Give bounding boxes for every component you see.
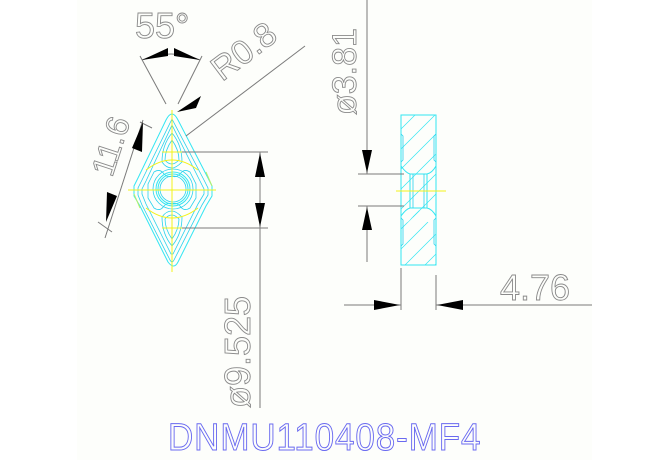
drawing-sheet <box>77 0 592 460</box>
part-number-title: DNMU110408-MF4 <box>168 417 482 459</box>
hole-diameter-label: ø3.81 <box>326 28 364 115</box>
angle-dimension: 55° <box>135 5 203 105</box>
edge-length-label: 11.6 <box>84 112 137 180</box>
thickness-dimension: 4.76 <box>344 267 592 310</box>
angle-label: 55° <box>135 5 189 46</box>
thickness-label: 4.76 <box>500 267 570 308</box>
edge-length-dimension: 11.6 <box>84 112 153 239</box>
inscribed-circle-label: ø9.525 <box>217 296 258 408</box>
hole-diameter-dimension: ø3.81 <box>326 0 404 262</box>
insert-top-view <box>128 110 216 272</box>
insert-side-view <box>396 114 446 266</box>
inscribed-circle-dimension: ø9.525 <box>182 151 268 408</box>
